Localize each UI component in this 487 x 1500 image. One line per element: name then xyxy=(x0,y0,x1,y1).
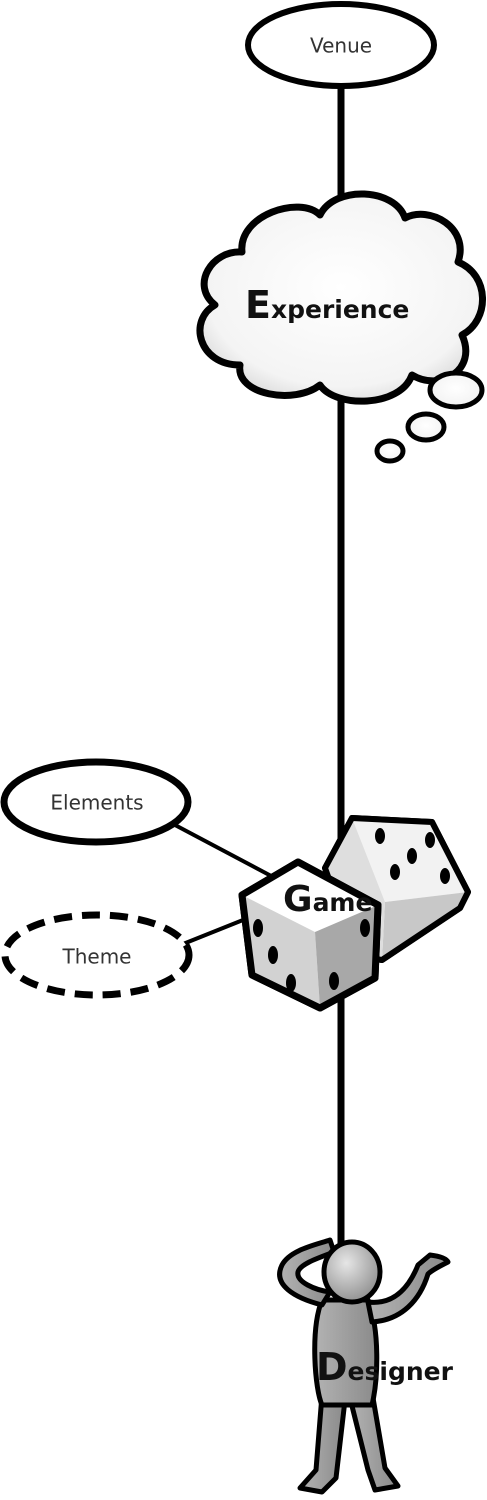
designer-rest: esigner xyxy=(348,1357,454,1386)
game-node: Game xyxy=(238,815,471,1012)
thinking-person-icon xyxy=(277,1237,451,1495)
experience-rest: xperience xyxy=(271,295,409,324)
designer-label: Designer xyxy=(316,1345,454,1389)
experience-label: Experience xyxy=(245,283,409,327)
die-pip xyxy=(390,864,400,880)
thought-bubble-large xyxy=(427,370,485,410)
designer-node: Designer xyxy=(277,1237,454,1495)
theme-label: Theme xyxy=(62,945,132,969)
elements-connector-line xyxy=(174,823,276,880)
designer-initial: D xyxy=(316,1345,348,1389)
thought-cloud-icon xyxy=(196,190,486,464)
game-initial: G xyxy=(283,879,313,920)
die-pip xyxy=(286,974,296,992)
die-pip xyxy=(360,919,370,937)
game-label: Game xyxy=(283,879,372,920)
elements-ellipse xyxy=(0,758,192,846)
designer-head xyxy=(321,1239,383,1305)
dice-icon xyxy=(238,815,471,1012)
elements-node: Elements xyxy=(0,758,192,846)
die-pip xyxy=(329,972,339,990)
venue-label: Venue xyxy=(310,34,372,58)
elements-label: Elements xyxy=(50,791,143,815)
die-pip xyxy=(253,919,263,937)
theme-node: Theme xyxy=(1,911,193,999)
theme-connector-line xyxy=(182,916,249,946)
die-pip xyxy=(407,848,417,864)
venue-node: Venue xyxy=(245,1,437,89)
die-pip xyxy=(425,832,435,848)
die-pip xyxy=(440,868,450,884)
experience-initial: E xyxy=(245,283,271,327)
theme-ellipse xyxy=(1,911,193,999)
die-pip xyxy=(375,828,385,844)
experience-node: Experience xyxy=(196,190,486,464)
front-die xyxy=(238,858,382,1012)
die-pip xyxy=(268,946,278,964)
thought-bubble-medium xyxy=(405,411,447,443)
thought-bubble-small xyxy=(374,438,406,464)
game-rest: ame xyxy=(313,888,373,917)
venue-ellipse xyxy=(245,1,437,89)
